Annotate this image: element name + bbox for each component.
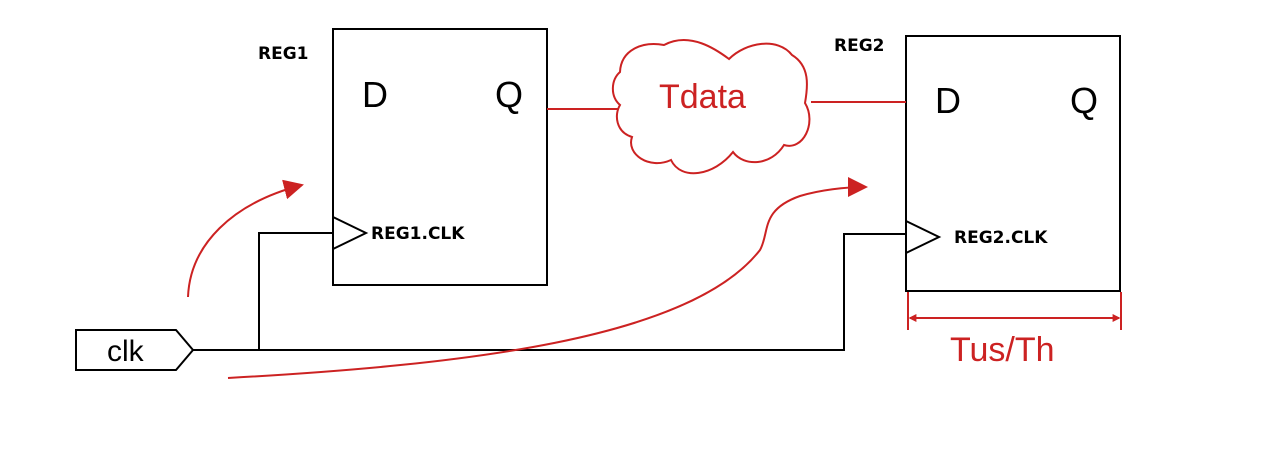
reg1-name-label: REG1 [258, 44, 309, 64]
reg2-name-label: REG2 [834, 36, 885, 56]
clk-reg1-branch-wire [258, 232, 333, 350]
reg1-block: D Q REG1.CLK [332, 28, 548, 286]
reg2-block: D Q REG2.CLK [905, 35, 1121, 292]
tdata-cloud [611, 39, 811, 175]
timing-window-label: Tus/Th [950, 331, 1055, 369]
clk-port-label: clk [107, 335, 145, 368]
clk-trunk-wire [193, 233, 906, 351]
reg1-clk-triangle [332, 216, 369, 250]
reg2-clk-pin-label: REG2.CLK [954, 228, 1048, 248]
reg2-q-label: Q [1070, 80, 1098, 121]
reg2-box [905, 35, 1121, 292]
clk-port-shape [75, 329, 195, 371]
launch-clock-arrow [187, 179, 304, 298]
reg1-q-label: Q [495, 74, 523, 115]
tdata-label: Tdata [659, 78, 746, 116]
capture-clock-arrow [227, 177, 868, 379]
reg2-clk-triangle [905, 220, 942, 254]
reg1-d-label: D [362, 74, 388, 115]
reg1-box [332, 28, 548, 286]
reg1-clk-pin-label: REG1.CLK [371, 224, 465, 244]
reg2-d-label: D [935, 80, 961, 121]
timing-window: Tus/Th [907, 292, 1122, 369]
